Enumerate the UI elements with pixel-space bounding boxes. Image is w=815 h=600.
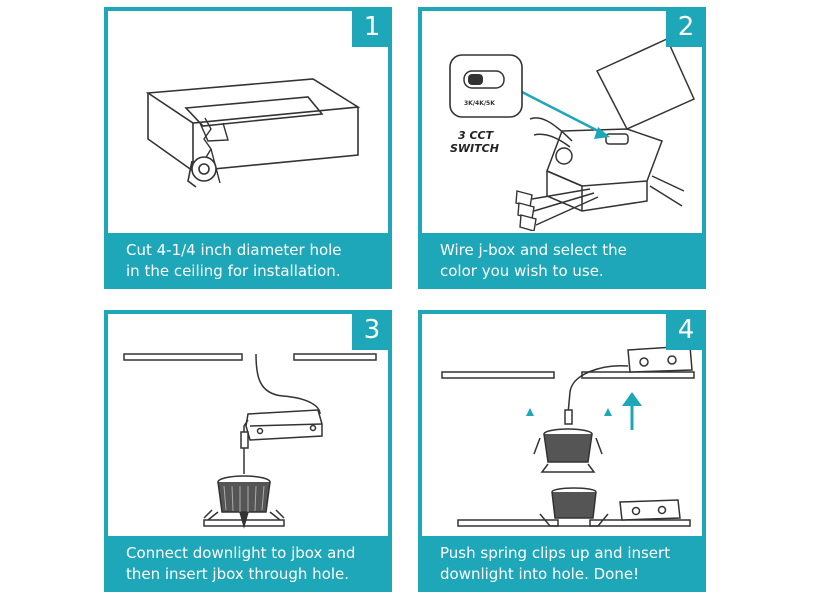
step-caption: Connect downlight to jbox and then inser… [104,536,392,592]
caption-line: Cut 4-1/4 inch diameter hole [126,241,342,259]
step-number: 1 [352,7,392,47]
step-3-panel: 3 Connect downlight to jbox and then ins… [104,310,392,592]
switch-positions-label: 3K/4K/5K [464,100,495,107]
caption-line: then insert jbox through hole. [126,565,350,583]
jbox-wiring-illustration: 3K/4K/5K 3 CCT SWITCH [449,38,695,231]
push-clips-illustration [441,345,695,527]
step-number: 2 [666,7,706,47]
caption-line: color you wish to use. [440,262,604,280]
caption-line: downlight into hole. Done! [440,565,640,583]
switch-label-line2: SWITCH [450,142,499,155]
step-caption: Cut 4-1/4 inch diameter hole in the ceil… [104,233,392,289]
step-caption: Push spring clips up and insert downligh… [418,536,706,592]
step-number: 3 [352,310,392,350]
caption-line: Wire j-box and select the [440,241,627,259]
step-1-panel: 1 Cut 4-1/4 inch diameter hole in the ce… [104,7,392,289]
step-caption: Wire j-box and select the color you wish… [418,233,706,289]
caption-line: Connect downlight to jbox and [126,544,356,562]
step-4-panel: 4 Push spring clips up and insert downli… [418,310,706,592]
downlight-jbox-illustration [123,353,377,529]
step-2-panel: 3K/4K/5K 3 CCT SWITCH 2 Wire j-box and s… [418,7,706,289]
caption-line: Push spring clips up and insert [440,544,671,562]
ceiling-saw-illustration [145,78,361,188]
caption-line: in the ceiling for installation. [126,262,341,280]
switch-label-line1: 3 CCT [458,129,495,142]
step-number: 4 [666,310,706,350]
